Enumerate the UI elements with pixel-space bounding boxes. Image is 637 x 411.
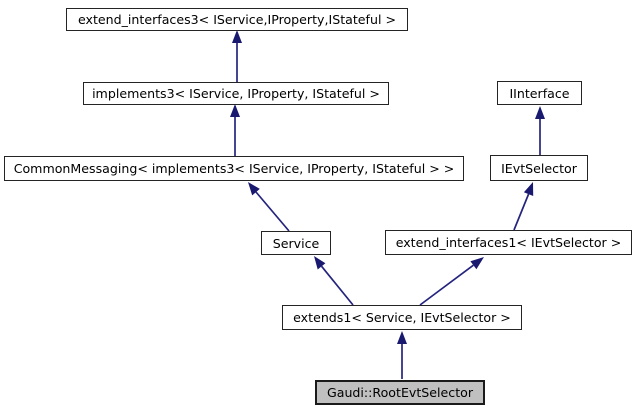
node-iinterface[interactable]: IInterface bbox=[497, 81, 582, 105]
node-common-messaging[interactable]: CommonMessaging< implements3< IService, … bbox=[4, 156, 464, 181]
node-extend_interfaces3-label: extend_interfaces3< IService,IProperty,I… bbox=[77, 12, 397, 27]
node-extends1[interactable]: extends1< Service, IEvtSelector > bbox=[282, 305, 522, 330]
node-ievtselector-label: IEvtSelector bbox=[501, 160, 577, 176]
node-extend_interfaces3[interactable]: extend_interfaces3< IService,IProperty,I… bbox=[66, 8, 408, 31]
edge-extends1-to-service bbox=[314, 256, 354, 306]
node-iinterface-label: IInterface bbox=[509, 85, 570, 101]
node-gaudi-rootevtselector: Gaudi::RootEvtSelector bbox=[315, 380, 485, 405]
edge-extend_interfaces1-to-ievtselector bbox=[513, 182, 534, 231]
node-extend_interfaces1[interactable]: extend_interfaces1< IEvtSelector > bbox=[385, 230, 632, 255]
edge-implements3-to-extend_interfaces3 bbox=[232, 30, 242, 82]
node-gaudi-rootevtselector-label: Gaudi::RootEvtSelector bbox=[326, 385, 474, 400]
edge-extends1-to-extend_interfaces1 bbox=[419, 257, 484, 306]
node-service[interactable]: Service bbox=[261, 231, 331, 255]
node-extend_interfaces1-label: extend_interfaces1< IEvtSelector > bbox=[395, 235, 622, 250]
node-extends1-label: extends1< Service, IEvtSelector > bbox=[293, 310, 511, 325]
edge-gaudi_rootevtselector-to-extends1 bbox=[397, 331, 407, 379]
node-service-label: Service bbox=[272, 235, 320, 251]
node-ievtselector[interactable]: IEvtSelector bbox=[490, 155, 588, 181]
edge-service-to-common_messaging bbox=[248, 182, 290, 232]
node-implements3[interactable]: implements3< IService, IProperty, IState… bbox=[83, 82, 389, 105]
node-common-messaging-label: CommonMessaging< implements3< IService, … bbox=[13, 161, 455, 176]
edge-common_messaging-to-implements3 bbox=[230, 104, 240, 156]
edge-ievtselector-to-iinterface bbox=[535, 106, 545, 155]
node-implements3-label: implements3< IService, IProperty, IState… bbox=[92, 86, 380, 101]
